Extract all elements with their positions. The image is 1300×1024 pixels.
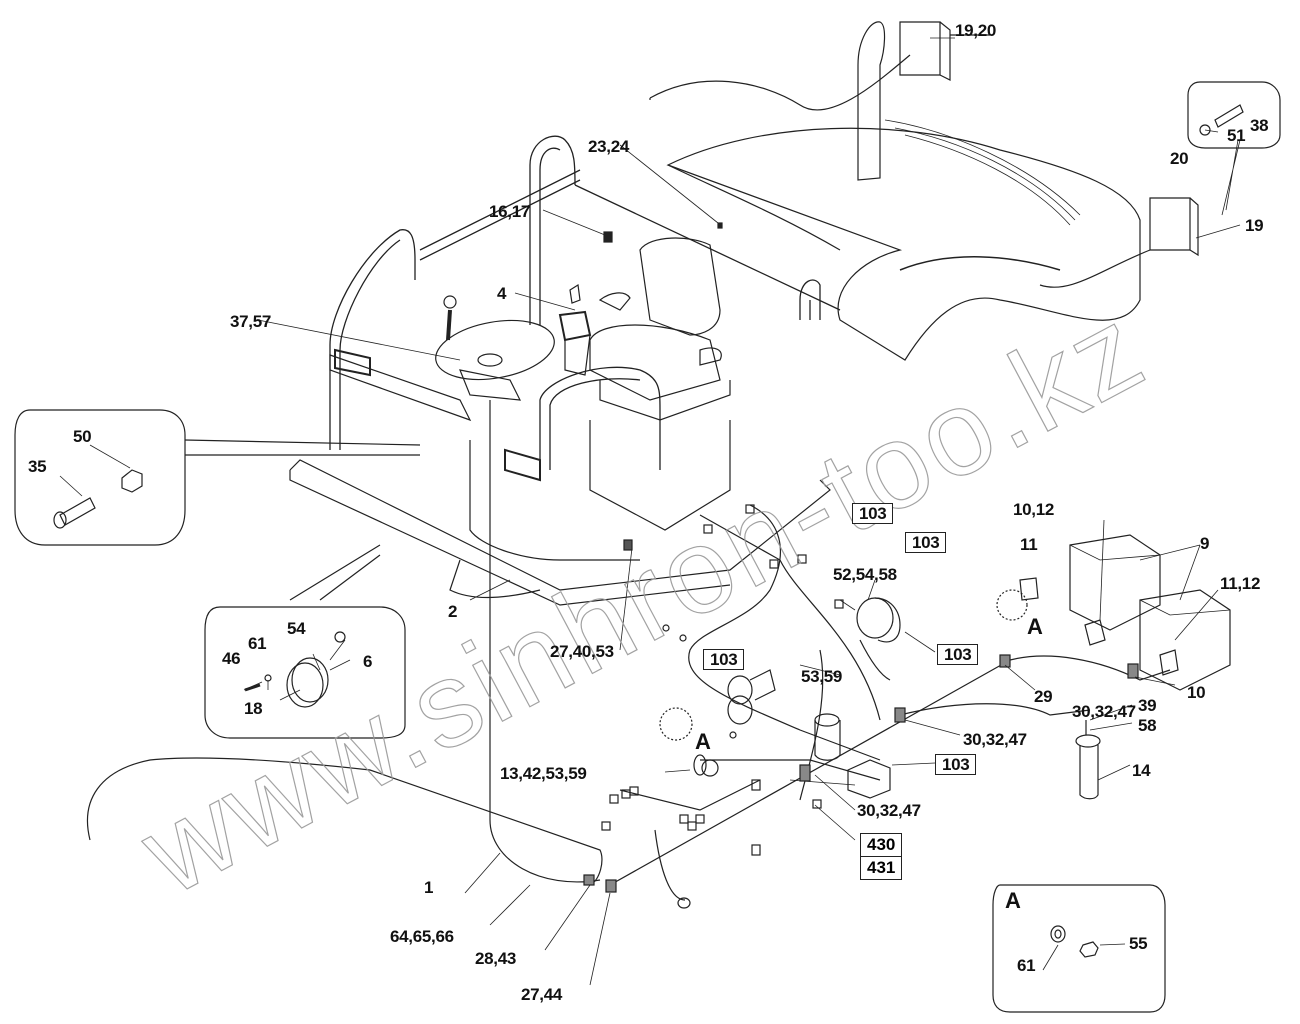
detail-work-light <box>244 631 346 708</box>
callout-9: 9 <box>1200 534 1210 553</box>
part-23-24 <box>717 222 723 229</box>
relay-box-103 <box>847 759 891 799</box>
horn <box>856 597 901 643</box>
callout-39: 39 <box>1138 696 1157 715</box>
callout-13-42-53-59: 13,42,53,59 <box>500 764 587 783</box>
batteries <box>1069 534 1231 691</box>
callout-10-12: 10,12 <box>1013 500 1055 519</box>
callout-16-17: 16,17 <box>489 202 531 221</box>
detail-38-51 <box>1199 104 1244 136</box>
rear-lamp-top <box>899 21 990 81</box>
callout-52-54-58: 52,54,58 <box>833 565 897 584</box>
ref-box-103-left: 103 <box>703 649 745 670</box>
callout-46: 46 <box>222 649 241 668</box>
detail-a-callout-55: 55 <box>1129 934 1148 953</box>
callout-30-32-47-battery: 30,32,47 <box>1072 702 1136 721</box>
lamp-13 <box>659 707 719 777</box>
callout-30-32-47-lower: 30,32,47 <box>857 801 921 820</box>
callout-14: 14 <box>1132 761 1151 780</box>
callout-19-20: 19,20 <box>955 21 997 40</box>
hood <box>649 54 1141 361</box>
callout-51: 51 <box>1227 126 1246 145</box>
callout-4: 4 <box>497 284 507 303</box>
detail-a-parts <box>1050 925 1099 958</box>
callout-64-65-66: 64,65,66 <box>390 927 454 946</box>
callout-1: 1 <box>424 878 434 897</box>
starter-relay-cylinders <box>727 669 776 725</box>
ref-430: 430 <box>867 835 896 854</box>
detail-bolt-nut <box>53 469 143 529</box>
callout-53-59: 53,59 <box>801 667 843 686</box>
fuel-sender <box>1075 720 1101 800</box>
callout-28-43: 28,43 <box>475 949 517 968</box>
callout-18: 18 <box>244 699 263 718</box>
connector-11 <box>996 577 1039 621</box>
callout-11: 11 <box>1020 535 1038 554</box>
callout-29: 29 <box>1034 687 1053 706</box>
detail-a-title: A <box>1005 888 1021 913</box>
rear-lamp-right <box>1039 197 1199 288</box>
callout-61: 61 <box>248 634 267 653</box>
ref-box-103-horn: 103 <box>937 644 979 665</box>
detail-frames <box>14 81 1281 1013</box>
operator-seat <box>589 237 731 421</box>
callout-37-57: 37,57 <box>230 312 272 331</box>
callout-20: 20 <box>1170 149 1189 168</box>
ref-box-103-top: 103 <box>852 503 894 524</box>
harness-connectors <box>583 504 1139 909</box>
callout-27-40-53: 27,40,53 <box>550 642 614 661</box>
callout-10: 10 <box>1187 683 1206 702</box>
exhaust-pipe <box>857 21 886 181</box>
control-lever <box>558 283 592 376</box>
leader-lines <box>59 37 1241 986</box>
callout-58: 58 <box>1138 716 1157 735</box>
dashboard <box>329 348 541 482</box>
switch-16-17 <box>603 231 613 243</box>
cab-floor <box>289 459 831 606</box>
ref-box-103-upper: 103 <box>905 532 947 553</box>
callout-54: 54 <box>287 619 306 638</box>
callout-50: 50 <box>73 427 92 446</box>
ref-box-103-relay: 103 <box>935 754 977 775</box>
callout-11-12: 11,12 <box>1220 574 1261 593</box>
battery-compartment <box>469 420 731 561</box>
ref-431: 431 <box>861 856 902 879</box>
detail-a-callout-61: 61 <box>1017 956 1036 975</box>
detail-a-marker-battery: A <box>1027 614 1043 639</box>
callout-27-44: 27,44 <box>521 985 563 1004</box>
callout-23-24: 23,24 <box>588 137 630 156</box>
callout-30-32-47-middle: 30,32,47 <box>963 730 1027 749</box>
callout-19: 19 <box>1245 216 1264 235</box>
ref-box-430-431: 430 431 <box>860 833 903 880</box>
callout-38: 38 <box>1250 116 1269 135</box>
callout-35: 35 <box>28 457 47 476</box>
cab-frame <box>329 135 841 470</box>
canister <box>814 713 841 761</box>
detail-a-marker-lamp: A <box>695 729 711 754</box>
callout-6: 6 <box>363 652 373 671</box>
callout-2: 2 <box>448 602 458 621</box>
